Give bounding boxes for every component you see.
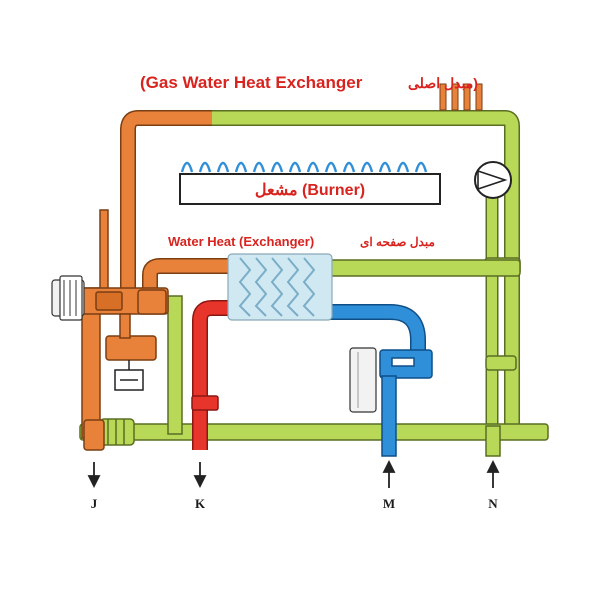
flow-sensor — [349, 347, 377, 413]
cold-water-line — [330, 304, 433, 457]
plate-exchanger-label-fa: مبدل صفحه ای — [360, 235, 435, 249]
plate-heat-exchanger — [227, 253, 333, 321]
port-k-label: K — [195, 496, 206, 511]
hot-circuit — [81, 110, 232, 451]
arrow-down-icon — [87, 462, 101, 489]
burner-label: مشعل (Burner) — [255, 182, 365, 199]
burner — [179, 161, 441, 205]
port-j-label: J — [91, 496, 98, 511]
port-m-label: M — [383, 496, 395, 511]
port-n-label: N — [488, 496, 498, 511]
hot-water-line — [191, 300, 232, 450]
arrow-up-icon — [486, 459, 500, 488]
main-exchanger-label: (Gas Water Heat Exchanger — [140, 73, 363, 92]
diverter-motor — [51, 275, 85, 321]
pump-icon — [474, 161, 512, 199]
arrow-up-icon — [382, 459, 396, 488]
pressure-sensor — [114, 360, 144, 391]
arrow-down-icon — [193, 462, 207, 489]
main-exchanger-fins — [439, 83, 483, 111]
main-exchanger-label-fa: مبدل اصلی) — [408, 75, 478, 91]
flame-icon — [180, 161, 428, 173]
plate-exchanger-label: Water Heat (Exchanger) — [168, 234, 314, 249]
port-arrows — [87, 459, 500, 489]
